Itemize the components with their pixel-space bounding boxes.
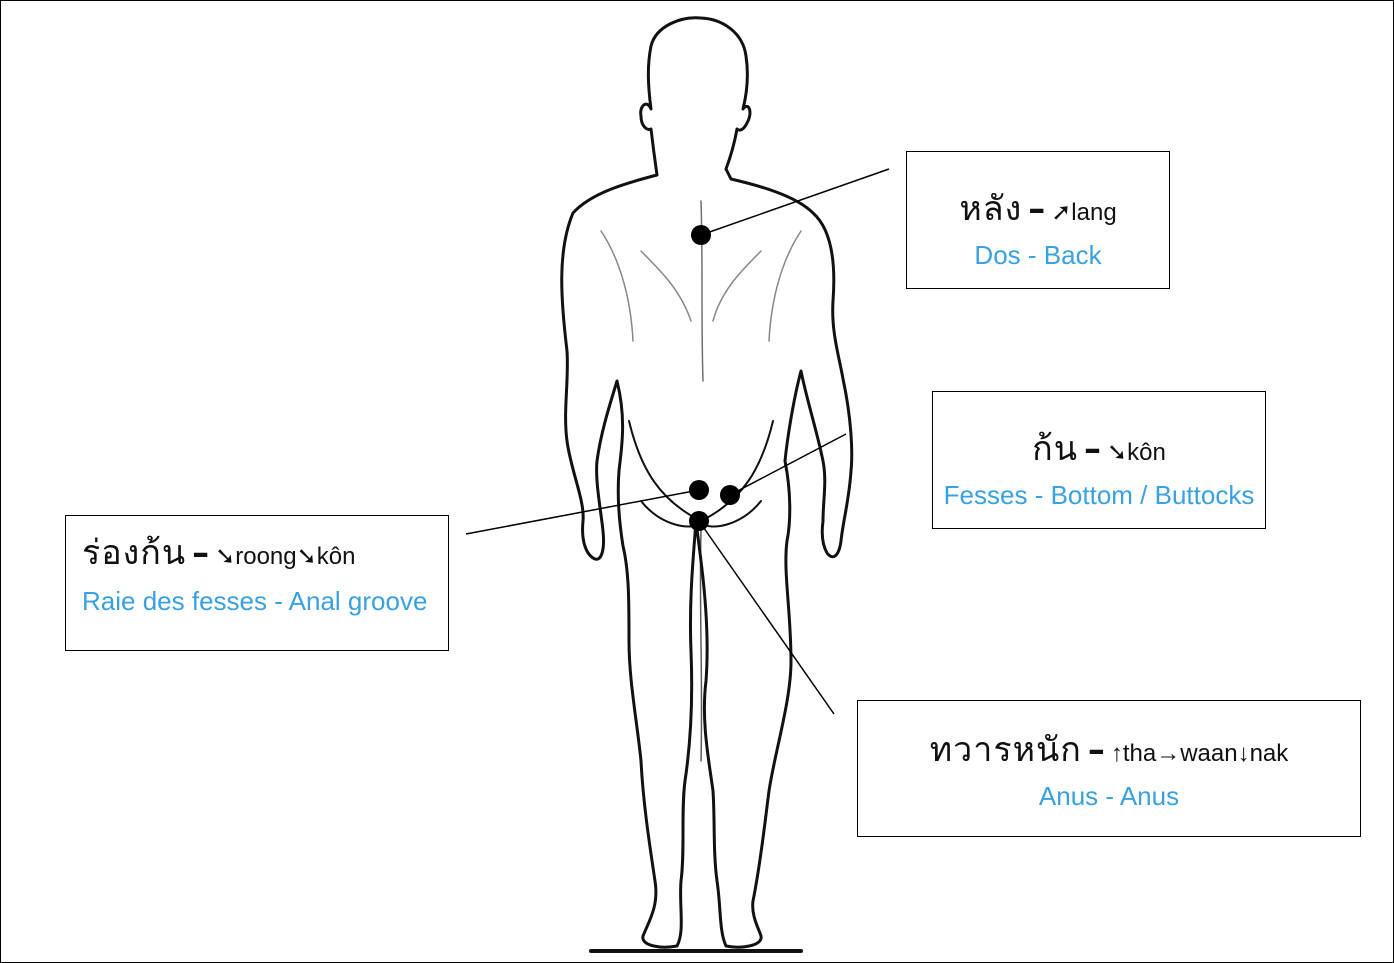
marker-dot-bottom [720,485,740,505]
label-groove-thai-line: ร่องก้น–➘roong➘kôn [82,536,448,570]
label-box-anus: ทวารหนัก–↑tha→waan↓nak Anus - Anus [857,700,1361,837]
marker-dot-groove [689,480,709,500]
pointer-line-anus [699,521,834,714]
label-box-anal-groove: ร่องก้น–➘roong➘kôn Raie des fesses - Ana… [65,515,449,651]
separator-dash: – [1084,429,1101,469]
transliteration: tha [1123,740,1156,767]
tone-rising-icon: ➚ [1051,199,1071,226]
transliteration: waan [1180,740,1237,767]
tone-high-icon: ↑ [1111,740,1123,767]
marker-dot-anus [689,511,709,531]
transliteration: kôn [317,543,356,570]
label-anus-thai-line: ทวารหนัก–↑tha→waan↓nak [858,733,1360,767]
transliteration: kôn [1127,439,1166,466]
pointer-line-bottom [730,434,846,495]
marker-dot-back [691,225,711,245]
label-back-thai-line: หลัง–➚lang [907,192,1169,226]
thai-word: หลัง [959,189,1022,229]
pointer-line-back [701,169,889,235]
tone-falling-icon: ➘ [215,543,235,570]
tone-low-icon: ↓ [1238,740,1250,767]
label-anus-meaning: Anus - Anus [858,783,1360,809]
separator-dash: – [192,533,209,573]
separator-dash: – [1088,730,1105,770]
tone-falling-icon: ➘ [1107,439,1127,466]
label-groove-meaning: Raie des fesses - Anal groove [82,588,448,614]
thai-word: ทวารหนัก [930,730,1082,770]
thai-word: ร่องก้น [82,533,186,573]
tone-mid-icon: → [1156,740,1180,767]
label-box-back: หลัง–➚lang Dos - Back [906,151,1170,289]
tone-falling-icon: ➘ [297,543,317,570]
label-box-bottom: ก้น–➘kôn Fesses - Bottom / Buttocks [932,391,1266,529]
pointer-line-groove [466,490,699,534]
label-bottom-thai-line: ก้น–➘kôn [933,432,1265,466]
transliteration: roong [235,543,296,570]
transliteration: lang [1071,199,1116,226]
transliteration: nak [1250,740,1289,767]
label-back-meaning: Dos - Back [907,242,1169,268]
separator-dash: – [1028,189,1045,229]
label-bottom-meaning: Fesses - Bottom / Buttocks [933,482,1265,508]
thai-word: ก้น [1032,429,1078,469]
